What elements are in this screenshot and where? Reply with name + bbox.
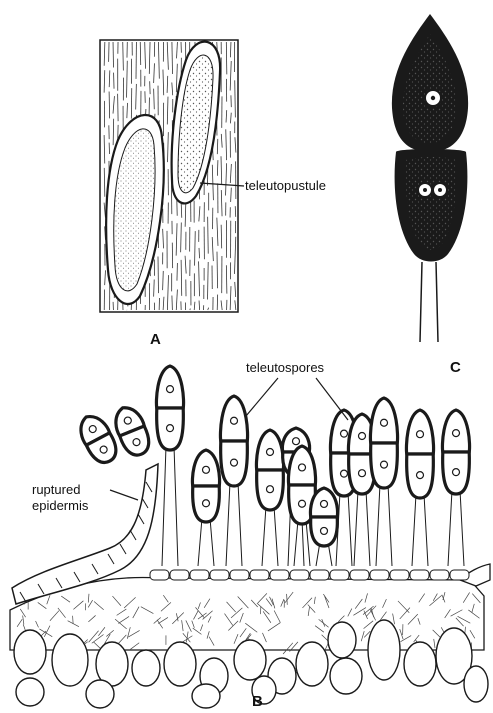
ruptured-epidermis-label-2: epidermis — [32, 498, 89, 513]
basal-cell — [390, 570, 409, 580]
panel-b: ruptured epidermis teleutospores B — [10, 360, 490, 710]
spore-nucleus — [453, 469, 460, 476]
stem-streak — [113, 119, 114, 145]
teleutospore — [442, 410, 469, 566]
basal-cell — [230, 570, 249, 580]
teleutospore — [370, 398, 397, 566]
host-cell — [464, 666, 488, 702]
panel-a-letter: A — [150, 331, 161, 348]
teleutospore — [310, 488, 337, 566]
basal-cell — [330, 570, 349, 580]
spore-pedicel — [226, 482, 242, 566]
host-cell — [192, 684, 220, 708]
basal-cell — [190, 570, 209, 580]
basal-cell — [270, 570, 289, 580]
spore-nucleus — [321, 527, 328, 534]
host-cell — [234, 640, 266, 680]
spore-nucleus — [299, 500, 306, 507]
teleutospore — [256, 430, 283, 566]
spore-nucleus — [359, 470, 366, 477]
host-cell — [164, 642, 196, 686]
basal-cell — [350, 570, 369, 580]
spore-nucleus — [299, 464, 306, 471]
panel-a: teleutopustule A — [100, 40, 326, 348]
spore-nucleus — [293, 438, 300, 445]
stem-streak — [235, 206, 236, 217]
teleutospore — [220, 396, 247, 566]
teleutospores-leader-2 — [316, 378, 348, 420]
spore-nucleus — [167, 386, 174, 393]
basal-cell — [150, 570, 169, 580]
spore-nucleus — [203, 500, 210, 507]
basal-cell — [430, 570, 449, 580]
panel-b-letter: B — [252, 693, 263, 710]
stem-streak — [217, 252, 218, 289]
spore-nucleus — [321, 500, 328, 507]
host-cell — [16, 678, 44, 706]
spore-nucleus — [417, 431, 424, 438]
ruptured-epidermis-leader — [110, 490, 138, 500]
spore-nucleus — [231, 459, 238, 466]
spore-nucleus — [453, 430, 460, 437]
teleutospores-leader-1 — [246, 378, 278, 416]
teleutospore-upper-cell — [392, 14, 468, 152]
ruptured-epidermis-label-1: ruptured — [32, 482, 80, 497]
basal-cell — [370, 570, 389, 580]
panel-c-letter: C — [450, 359, 461, 376]
basal-cell — [170, 570, 189, 580]
panel-c: C — [392, 14, 468, 376]
spore-nucleus — [381, 461, 388, 468]
stem-streak — [199, 248, 200, 258]
spore-pedicel — [162, 446, 178, 566]
host-cell — [368, 620, 400, 680]
spore-nucleus — [381, 419, 388, 426]
host-cell — [86, 680, 114, 708]
spore-nucleus — [231, 417, 238, 424]
teleutospore-lower-cell — [395, 149, 468, 262]
stem-streak — [226, 42, 227, 74]
stem-streak — [208, 217, 209, 254]
spore-nucleus — [341, 470, 348, 477]
spore-pedicel — [262, 506, 278, 566]
spore-pedicel — [412, 494, 428, 566]
host-cell — [14, 630, 46, 674]
basal-cell — [210, 570, 229, 580]
spore-nucleus — [417, 472, 424, 479]
spore-pedicel — [376, 484, 392, 566]
host-cell — [132, 650, 160, 686]
host-cell — [404, 642, 436, 686]
spore-pedicel — [336, 492, 352, 566]
basal-cell — [310, 570, 329, 580]
spore-nucleus — [341, 430, 348, 437]
spore-nucleus — [267, 486, 274, 493]
spore-nucleus — [267, 449, 274, 456]
spore-pedicel — [448, 490, 464, 566]
teleutospore — [156, 366, 183, 566]
stem-streak — [109, 92, 110, 119]
stem-streak — [221, 225, 222, 249]
spore-pedicel — [198, 518, 214, 566]
host-cell — [330, 658, 362, 694]
spore-nucleus — [167, 425, 174, 432]
basal-cell — [410, 570, 429, 580]
stem-streak — [217, 160, 218, 176]
stem-streak — [226, 265, 227, 293]
basal-cell — [450, 570, 469, 580]
basal-cell — [290, 570, 309, 580]
teleutospore — [406, 410, 433, 566]
spore-nucleus — [359, 433, 366, 440]
spore-nucleus — [203, 466, 210, 473]
stem-streak — [199, 300, 200, 310]
teleutospore — [192, 450, 219, 566]
host-cell — [296, 642, 328, 686]
teleutospores-label: teleutospores — [246, 360, 325, 375]
basal-cell — [250, 570, 269, 580]
teleutopustule-label: teleutopustule — [245, 178, 326, 193]
teleutospore-pedicel — [420, 262, 438, 342]
host-cell — [52, 634, 88, 686]
host-cell — [328, 622, 356, 658]
spore-pedicel — [354, 490, 370, 566]
